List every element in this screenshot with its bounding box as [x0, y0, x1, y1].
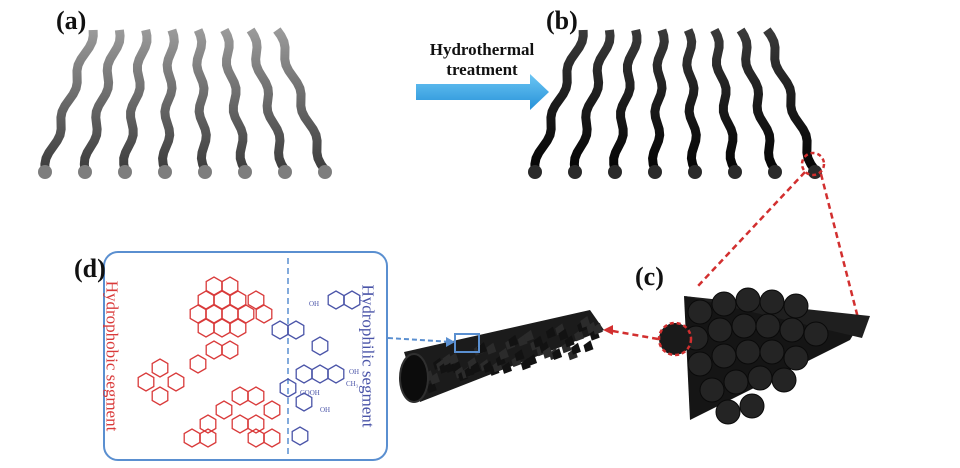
- bundle-fiber-end: [716, 400, 740, 424]
- bundle-fiber-end: [760, 290, 784, 314]
- fiber-end: [768, 165, 782, 179]
- fiber-open-end: [400, 354, 428, 402]
- fiber-end: [528, 165, 542, 179]
- panel-label-d: (d): [74, 254, 106, 284]
- arrow-label: Hydrothermal treatment: [412, 40, 552, 80]
- single-fiber-highlight: [659, 323, 691, 355]
- bundle-fiber-end: [740, 394, 764, 418]
- panel-label-a: (a): [56, 6, 86, 36]
- fiber-end: [318, 165, 332, 179]
- bundle-fiber-end: [732, 314, 756, 338]
- fiber-end: [608, 165, 622, 179]
- bundle-fiber-end: [756, 314, 780, 338]
- bundle-fiber-end: [688, 300, 712, 324]
- fiber-end: [728, 165, 742, 179]
- fiber-end: [568, 165, 582, 179]
- fiber-bundle: [684, 288, 870, 424]
- fiber-end: [78, 165, 92, 179]
- black-carbon-cloth-mesh: [515, 30, 835, 179]
- fiber-end: [278, 165, 292, 179]
- zoom-arrowhead-red: [603, 325, 613, 335]
- bundle-fiber-end: [748, 366, 772, 390]
- bundle-fiber-end: [784, 346, 808, 370]
- bundle-fiber-end: [724, 370, 748, 394]
- bundle-fiber-end: [772, 368, 796, 392]
- fiber-end: [158, 165, 172, 179]
- fiber-end: [198, 165, 212, 179]
- bundle-fiber-end: [700, 378, 724, 402]
- chem-label-oh1: OH: [309, 300, 319, 308]
- gray-carbon-cloth-mesh: [25, 30, 345, 179]
- panel-label-c: (c): [635, 262, 664, 292]
- chem-label-oh3: OH: [320, 406, 330, 414]
- bundle-fiber-end: [736, 340, 760, 364]
- bundle-fiber-end: [712, 292, 736, 316]
- bundle-fiber-end: [688, 352, 712, 376]
- surface-flake: [583, 340, 593, 352]
- bundle-fiber-end: [784, 294, 808, 318]
- panel-label-b: (b): [546, 6, 578, 36]
- fiber-end: [38, 165, 52, 179]
- bundle-fiber-end: [804, 322, 828, 346]
- molecule-box: [104, 252, 387, 460]
- zoom-line-left: [698, 172, 805, 286]
- arrow-label-line1: Hydrothermal: [412, 40, 552, 60]
- zoom-line-right: [821, 174, 858, 318]
- bundle-fiber-end: [760, 340, 784, 364]
- bundle-fiber-end: [736, 288, 760, 312]
- bundle-fiber-end: [708, 318, 732, 342]
- fiber-end: [238, 165, 252, 179]
- fiber-end: [118, 165, 132, 179]
- zoom-line-to-fiber: [607, 330, 658, 339]
- bundle-fiber-end: [712, 344, 736, 368]
- fiber-end: [688, 165, 702, 179]
- zoom-line-blue: [388, 338, 452, 342]
- arrow-label-line2: treatment: [412, 60, 552, 80]
- fiber-end: [648, 165, 662, 179]
- chem-label-cooh: COOH: [300, 389, 320, 397]
- hydrophobic-label: Hydrophobic segment: [101, 281, 121, 432]
- single-carbon-fiber: [400, 310, 604, 402]
- hydrophilic-label: Hydrophilic segment: [358, 284, 378, 427]
- bundle-fiber-end: [780, 318, 804, 342]
